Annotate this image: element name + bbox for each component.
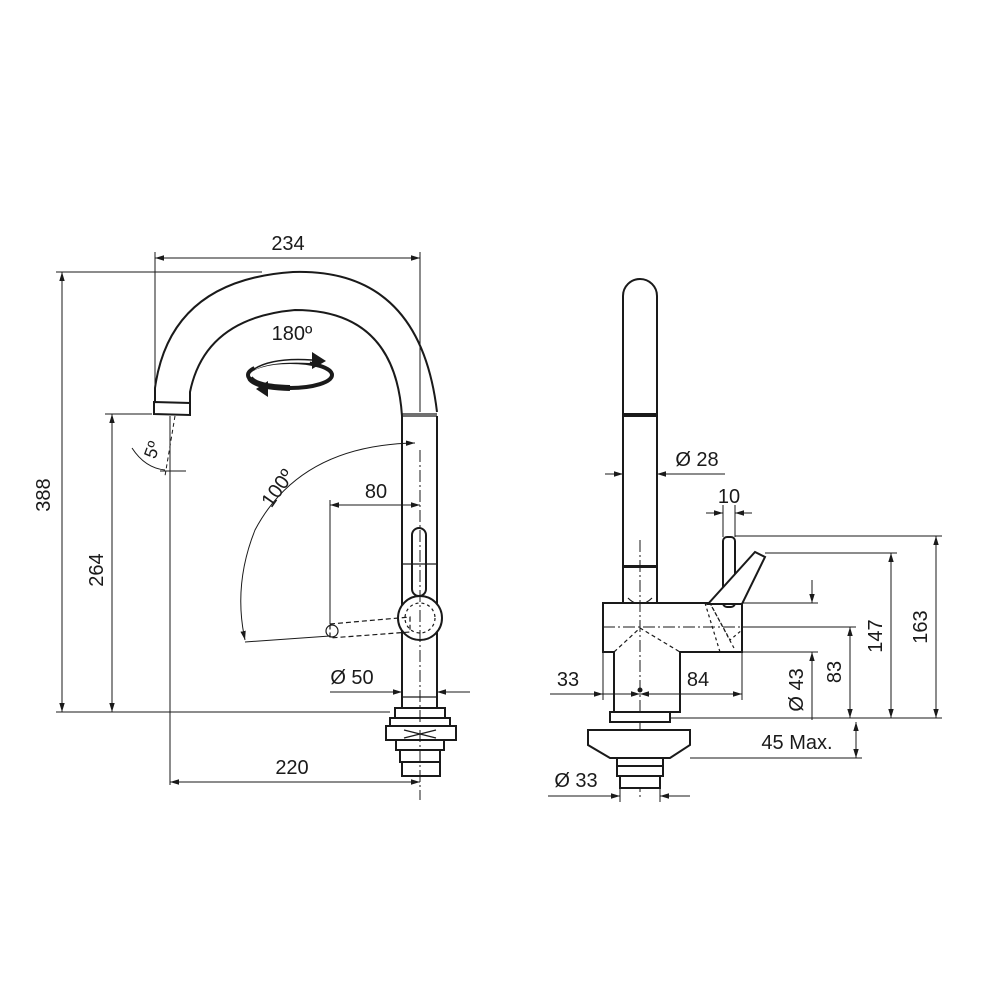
dim-163-label: 163	[910, 610, 932, 643]
side-base	[587, 711, 691, 789]
dim-diameter-33: Ø 33	[548, 770, 690, 802]
dim-10: 10	[706, 486, 752, 537]
dim-388: 388	[33, 271, 390, 713]
dim-diameter-43-label: Ø 43	[786, 668, 808, 711]
dim-264: 264	[86, 413, 152, 712]
front-spout	[153, 270, 438, 417]
dim-264-label: 264	[86, 553, 108, 586]
dim-83-label: 83	[824, 661, 846, 683]
dim-84-label: 84	[687, 669, 709, 691]
dim-163: 163	[670, 535, 942, 719]
angle-100: 100º	[240, 440, 416, 643]
dim-220-label: 220	[275, 757, 308, 779]
dim-220: 220	[170, 757, 420, 785]
dim-diameter-50-label: Ø 50	[330, 667, 373, 689]
dim-diameter-28-label: Ø 28	[675, 449, 718, 471]
dim-diameter-33-label: Ø 33	[554, 770, 597, 792]
side-view: Ø 28 10 163 147 83	[548, 278, 942, 802]
rotation-indicator: 180º	[246, 323, 334, 397]
dim-45-max-label: 45 Max.	[761, 732, 832, 754]
angle-5: 5º	[131, 415, 186, 785]
dim-80-label: 80	[365, 481, 387, 503]
dim-147: 147	[765, 552, 897, 718]
side-lever	[705, 536, 767, 641]
angle-100-label: 100º	[257, 465, 299, 512]
angle-5-label: 5º	[140, 438, 165, 461]
dim-45-max: 45 Max.	[690, 722, 862, 759]
front-view: 234 180º 388 264	[33, 233, 470, 800]
dim-diameter-50: Ø 50	[330, 667, 470, 695]
front-body	[325, 416, 457, 777]
dim-33-84: 33 84	[550, 652, 743, 700]
dim-147-label: 147	[865, 619, 887, 652]
rotate-arrows-icon	[246, 352, 334, 397]
dim-diameter-28: Ø 28	[605, 449, 725, 477]
dim-234: 234	[154, 233, 421, 412]
dim-10-label: 10	[718, 486, 740, 508]
dim-80: 80	[329, 481, 420, 624]
rotation-label: 180º	[272, 323, 313, 345]
dim-diameter-43: Ø 43	[742, 580, 818, 720]
dim-388-label: 388	[33, 478, 55, 511]
dim-83: 83	[742, 626, 856, 718]
dim-33-label: 33	[557, 669, 579, 691]
dim-234-label: 234	[271, 233, 304, 255]
